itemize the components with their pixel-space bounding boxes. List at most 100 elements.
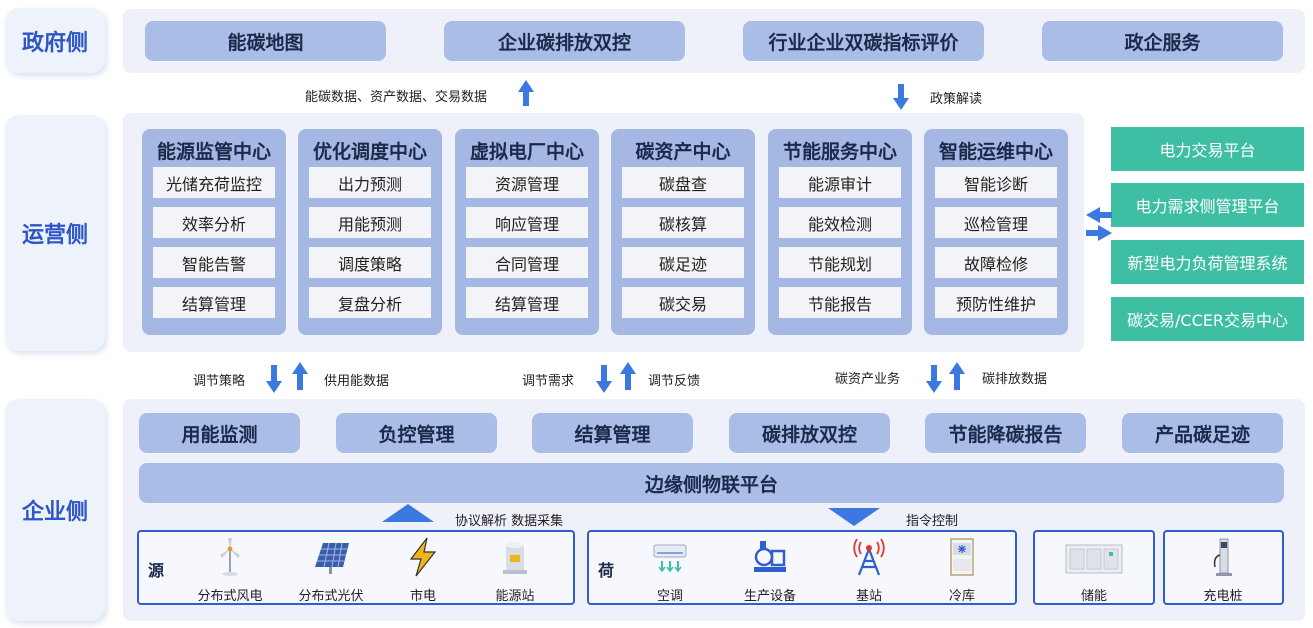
ent-side-label: 企业侧 xyxy=(5,399,105,621)
arrow-up-icon xyxy=(949,362,965,390)
center-function-item[interactable]: 光储充荷监控 xyxy=(153,167,275,198)
device-grid-power[interactable]: 市电 xyxy=(383,537,463,604)
base-station-icon xyxy=(853,538,885,576)
device-label: 空调 xyxy=(656,589,683,604)
center-function-item[interactable]: 智能告警 xyxy=(153,247,275,278)
device-label: 冷库 xyxy=(948,589,975,604)
gov-item-carbon-dual-control[interactable]: 企业碳排放双控 xyxy=(444,21,685,61)
edge-iot-platform[interactable]: 边缘侧物联平台 xyxy=(139,463,1284,503)
charging-pile-icon xyxy=(1213,538,1232,576)
center-smart-maintenance[interactable]: 智能运维中心智能诊断巡检管理故障检修预防性维护 xyxy=(924,129,1068,335)
ops-side-label: 运营侧 xyxy=(5,115,105,351)
gov-item-gov-enterprise-service[interactable]: 政企服务 xyxy=(1042,21,1283,61)
arrow-down-icon xyxy=(266,365,282,393)
ops-flow-c-down-label: 碳资产业务 xyxy=(835,372,901,387)
device-label: 储能 xyxy=(1080,589,1107,604)
center-virtual-power-plant[interactable]: 虚拟电厂中心资源管理响应管理合同管理结算管理 xyxy=(455,129,599,335)
center-function-item[interactable]: 碳盘查 xyxy=(622,167,744,198)
cold-storage-icon xyxy=(950,538,974,576)
center-function-item[interactable]: 结算管理 xyxy=(466,287,588,318)
device-wind-turbine[interactable]: 分布式风电 xyxy=(190,537,270,604)
device-solar-panel[interactable]: 分布式光伏 xyxy=(291,537,371,604)
device-label: 能源站 xyxy=(495,589,535,604)
arrow-up-icon xyxy=(292,362,308,390)
center-function-item[interactable]: 碳足迹 xyxy=(622,247,744,278)
solar-panel-icon xyxy=(315,542,349,574)
device-label: 分布式光伏 xyxy=(298,589,364,604)
device-label: 充电桩 xyxy=(1203,589,1243,604)
ops-flow-b-up-label: 调节反馈 xyxy=(648,374,701,389)
center-function-item[interactable]: 复盘分析 xyxy=(309,287,431,318)
center-function-item[interactable]: 预防性维护 xyxy=(935,287,1057,318)
center-function-item[interactable]: 合同管理 xyxy=(466,247,588,278)
ops-flow-a-up-label: 供用能数据 xyxy=(324,374,390,389)
load-group-label: 荷 xyxy=(598,561,615,580)
center-function-item[interactable]: 用能预测 xyxy=(309,207,431,238)
device-production-equipment[interactable]: 生产设备 xyxy=(730,537,810,604)
center-carbon-asset[interactable]: 碳资产中心碳盘查碳核算碳足迹碳交易 xyxy=(611,129,755,335)
arrow-down-icon xyxy=(893,84,909,110)
center-function-item[interactable]: 结算管理 xyxy=(153,287,275,318)
device-cold-storage[interactable]: 冷库 xyxy=(922,537,1002,604)
center-title: 碳资产中心 xyxy=(635,141,731,163)
ent-item-product-carbon-footprint[interactable]: 产品碳足迹 xyxy=(1122,413,1283,453)
gov-item-energy-carbon-map[interactable]: 能碳地图 xyxy=(145,21,386,61)
arrow-down-icon xyxy=(596,365,612,393)
device-charging-pile[interactable]: 充电桩 xyxy=(1183,537,1263,604)
center-function-item[interactable]: 能源审计 xyxy=(779,167,901,198)
gov-up-flow-label: 能碳数据、资产数据、交易数据 xyxy=(305,90,488,105)
ops-flow-b-down-label: 调节需求 xyxy=(522,374,575,389)
center-function-item[interactable]: 调度策略 xyxy=(309,247,431,278)
device-energy-station[interactable]: 能源站 xyxy=(475,537,555,604)
arrow-down-icon xyxy=(828,508,880,526)
device-air-conditioner[interactable]: 空调 xyxy=(630,537,710,604)
ops-flow-a-down-label: 调节策略 xyxy=(193,374,246,389)
center-function-item[interactable]: 效率分析 xyxy=(153,207,275,238)
ent-item-settlement[interactable]: 结算管理 xyxy=(532,413,693,453)
gov-down-flow-label: 政策解读 xyxy=(930,92,983,107)
arrow-down-icon xyxy=(926,365,942,393)
wind-turbine-icon xyxy=(220,538,240,576)
platform-carbon-trading[interactable]: 碳交易/CCER交易中心 xyxy=(1111,297,1304,341)
device-label: 市电 xyxy=(409,589,436,604)
source-group xyxy=(137,530,575,605)
center-function-item[interactable]: 资源管理 xyxy=(466,167,588,198)
production-equipment-icon xyxy=(754,541,786,572)
energy-station-icon xyxy=(503,542,527,574)
device-energy-storage[interactable]: 储能 xyxy=(1054,537,1134,604)
center-function-item[interactable]: 节能规划 xyxy=(779,247,901,278)
platform-demand-side-management[interactable]: 电力需求侧管理平台 xyxy=(1111,183,1304,227)
center-function-item[interactable]: 智能诊断 xyxy=(935,167,1057,198)
device-base-station[interactable]: 基站 xyxy=(829,537,909,604)
center-function-item[interactable]: 出力预测 xyxy=(309,167,431,198)
center-energy-supervision[interactable]: 能源监管中心光储充荷监控效率分析智能告警结算管理 xyxy=(142,129,286,335)
center-function-item[interactable]: 碳交易 xyxy=(622,287,744,318)
arrow-up-icon xyxy=(382,504,434,522)
device-label: 生产设备 xyxy=(743,589,796,604)
ent-item-energy-saving-report[interactable]: 节能降碳报告 xyxy=(925,413,1086,453)
platform-load-management[interactable]: 新型电力负荷管理系统 xyxy=(1111,240,1304,284)
ent-item-carbon-dual-control[interactable]: 碳排放双控 xyxy=(729,413,890,453)
arrow-bidirectional-icon xyxy=(1086,207,1112,241)
arrow-up-icon xyxy=(518,80,534,106)
center-title: 虚拟电厂中心 xyxy=(469,141,584,163)
center-function-item[interactable]: 巡检管理 xyxy=(935,207,1057,238)
center-energy-saving-service[interactable]: 节能服务中心能源审计能效检测节能规划节能报告 xyxy=(768,129,912,335)
gov-side-label: 政府侧 xyxy=(5,8,105,73)
center-function-item[interactable]: 响应管理 xyxy=(466,207,588,238)
ent-item-energy-monitoring[interactable]: 用能监测 xyxy=(139,413,300,453)
device-label: 基站 xyxy=(855,589,882,604)
platform-power-trading[interactable]: 电力交易平台 xyxy=(1111,127,1304,171)
center-function-item[interactable]: 能效检测 xyxy=(779,207,901,238)
center-optimized-dispatch[interactable]: 优化调度中心出力预测用能预测调度策略复盘分析 xyxy=(298,129,442,335)
center-function-item[interactable]: 碳核算 xyxy=(622,207,744,238)
center-function-item[interactable]: 故障检修 xyxy=(935,247,1057,278)
ops-flow-c-up-label: 碳排放数据 xyxy=(982,372,1048,387)
edge-up-flow-label: 协议解析 数据采集 xyxy=(455,514,564,529)
gov-item-industry-evaluation[interactable]: 行业企业双碳指标评价 xyxy=(743,21,984,61)
edge-down-flow-label: 指令控制 xyxy=(906,514,959,529)
ent-item-load-control[interactable]: 负控管理 xyxy=(336,413,497,453)
center-title: 节能服务中心 xyxy=(782,141,897,163)
center-function-item[interactable]: 节能报告 xyxy=(779,287,901,318)
energy-storage-icon xyxy=(1065,544,1123,574)
